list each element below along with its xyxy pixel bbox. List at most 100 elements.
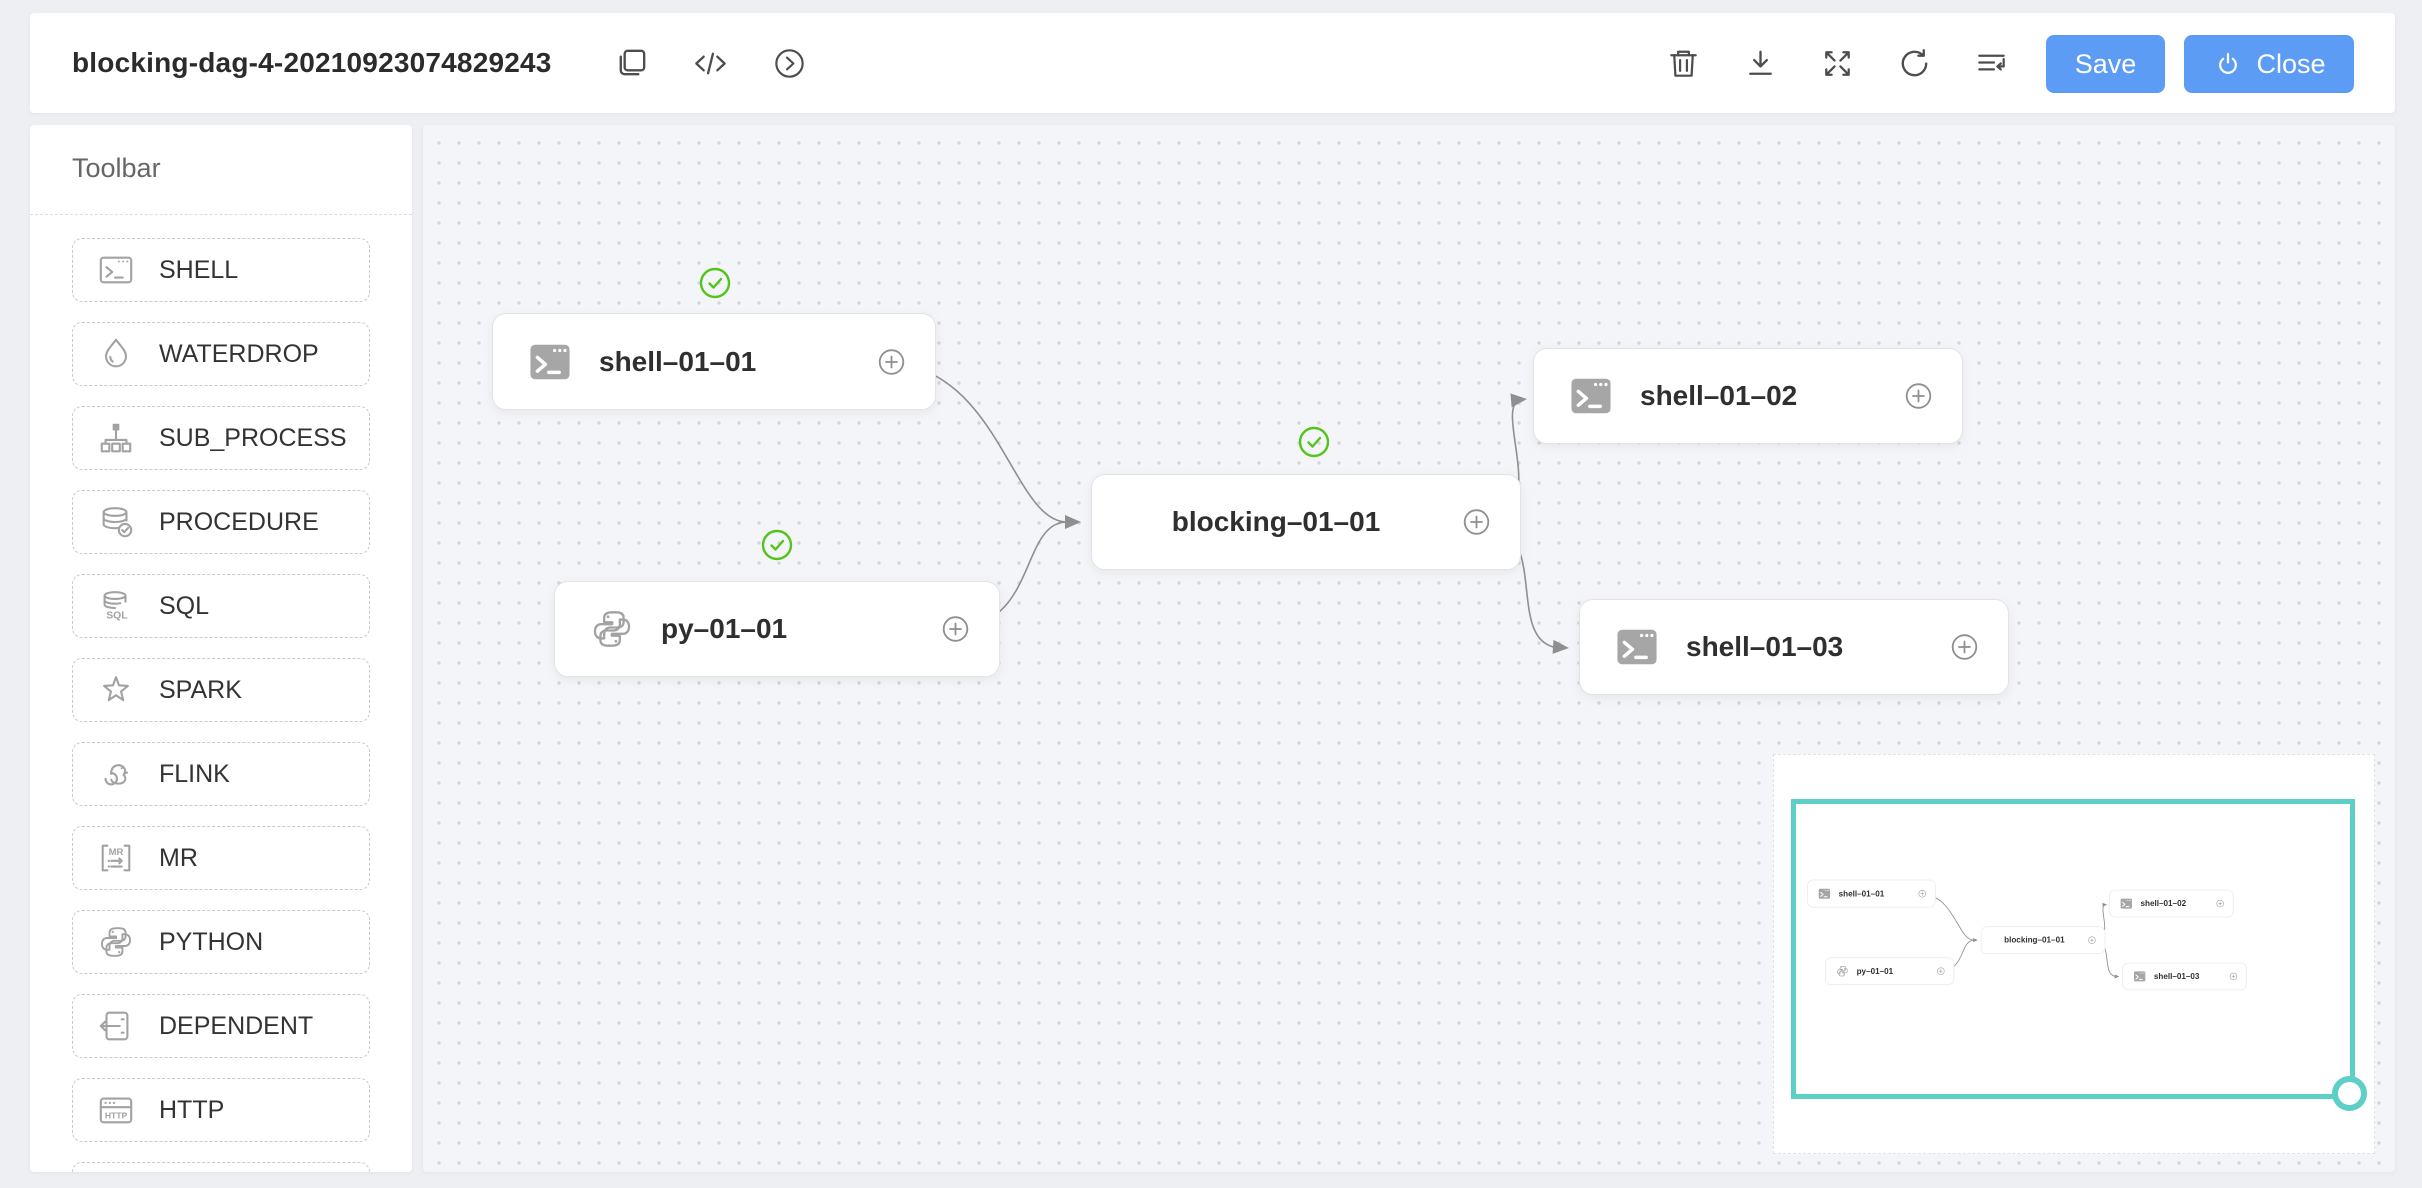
python-task-icon bbox=[1836, 964, 1849, 977]
dag-node-shell-01-01[interactable]: shell–01–01 bbox=[492, 313, 936, 410]
shell-task-icon bbox=[2133, 970, 2146, 983]
connect-plus-icon bbox=[2088, 936, 2096, 944]
minimap-viewport[interactable] bbox=[1791, 799, 2367, 1111]
dag-header: blocking-dag-4-20210923074829243 Save Cl… bbox=[30, 13, 2395, 113]
toolbar-item-waterdrop[interactable]: WATERDROP bbox=[72, 322, 370, 386]
flink-icon bbox=[97, 755, 135, 793]
toolbar-item-procedure[interactable]: PROCEDURE bbox=[72, 490, 370, 554]
node-label: py–01–01 bbox=[661, 613, 788, 644]
dag-title: blocking-dag-4-20210923074829243 bbox=[72, 47, 552, 78]
connect-plus-icon[interactable] bbox=[942, 616, 969, 643]
connect-plus-icon bbox=[1918, 889, 1926, 898]
minimap[interactable]: shell–01–01 py–01–01 blocking–01–01 shell–0… bbox=[1773, 754, 2375, 1154]
sub_process-icon bbox=[97, 419, 135, 457]
toolbar-item-flink[interactable]: FLINK bbox=[72, 742, 370, 806]
delete-icon[interactable] bbox=[1664, 44, 1703, 83]
toolbar-item-sql[interactable]: SQL SQL bbox=[72, 574, 370, 638]
node-label: shell–01–02 bbox=[2140, 898, 2187, 908]
toolbar-item-python[interactable]: PYTHON bbox=[72, 910, 370, 974]
toolbar-item-sub_process[interactable]: SUB_PROCESS bbox=[72, 406, 370, 470]
shell-task-icon bbox=[1614, 624, 1660, 670]
format-icon[interactable] bbox=[1972, 44, 2011, 83]
download-icon[interactable] bbox=[1741, 44, 1780, 83]
connect-plus-icon[interactable] bbox=[1905, 383, 1932, 410]
toolbar-item-label: SPARK bbox=[159, 675, 242, 704]
close-button-label: Close bbox=[2256, 48, 2326, 79]
save-button[interactable]: Save bbox=[2046, 35, 2165, 93]
shell-task-icon bbox=[2120, 897, 2133, 910]
minimap-node-blocking-01-01: blocking–01–01 bbox=[1980, 926, 2106, 955]
mr-icon: MR bbox=[97, 839, 135, 877]
python-task-icon bbox=[589, 606, 635, 652]
node-label: shell–01–01 bbox=[599, 345, 757, 377]
node-label: py–01–01 bbox=[1856, 966, 1894, 976]
close-button[interactable]: Close bbox=[2184, 35, 2354, 93]
minimap-node-shell-01-01: shell–01–01 bbox=[1807, 879, 1936, 908]
copy-icon[interactable] bbox=[612, 44, 651, 83]
dag-toolbar-actions bbox=[1664, 13, 2011, 113]
toolbar-item-spark[interactable]: SPARK bbox=[72, 658, 370, 722]
toolbar-item-label: MR bbox=[159, 843, 198, 872]
toolbar-item-label: PYTHON bbox=[159, 927, 264, 956]
dag-node-shell-01-03[interactable]: shell–01–03 bbox=[1579, 599, 2009, 695]
toolbar-item-label: DEPENDENT bbox=[159, 1011, 314, 1040]
success-check-icon bbox=[760, 528, 794, 562]
toolbar-title: Toolbar bbox=[72, 153, 161, 183]
connect-plus-icon[interactable] bbox=[1463, 509, 1490, 536]
http-icon: HTTP bbox=[97, 1091, 135, 1129]
svg-text:HTTP: HTTP bbox=[105, 1111, 128, 1121]
toolbar-item-shell[interactable]: SHELL bbox=[72, 238, 370, 302]
minimap-node-py-01-01: py–01–01 bbox=[1824, 957, 1955, 986]
minimap-content: shell–01–01 py–01–01 blocking–01–01 shell–0… bbox=[1787, 825, 2359, 1129]
node-label: shell–01–01 bbox=[1838, 888, 1885, 898]
sql-icon: SQL bbox=[97, 587, 135, 625]
minimap-node-shell-01-02: shell–01–02 bbox=[2108, 889, 2234, 918]
dag-node-py-01-01[interactable]: py–01–01 bbox=[554, 581, 1000, 677]
shell-icon bbox=[97, 251, 135, 289]
toolbar-header: Toolbar bbox=[30, 125, 412, 215]
svg-text:MR: MR bbox=[109, 847, 124, 858]
node-label: blocking–01–01 bbox=[1171, 506, 1381, 537]
success-check-icon bbox=[698, 266, 732, 300]
connect-plus-icon[interactable] bbox=[878, 348, 905, 375]
dag-node-shell-01-02[interactable]: shell–01–02 bbox=[1533, 348, 1963, 444]
save-button-label: Save bbox=[2074, 48, 2137, 79]
svg-text:SQL: SQL bbox=[106, 610, 128, 621]
shell-task-icon bbox=[1568, 373, 1614, 419]
procedure-icon bbox=[97, 503, 135, 541]
toolbar-item-label: PROCEDURE bbox=[159, 507, 319, 536]
toolbar-item-mr[interactable]: MR MR bbox=[72, 826, 370, 890]
node-label: shell–01–02 bbox=[1640, 380, 1798, 411]
success-check-icon bbox=[1297, 425, 1331, 459]
toolbar-item-label: SQL bbox=[159, 591, 210, 620]
fullscreen-icon[interactable] bbox=[1818, 44, 1857, 83]
toolbar-item-label: FLINK bbox=[159, 759, 230, 788]
task-toolbar-panel: Toolbar SHELL WATERDROP SUB_PROCESS PROCEDU… bbox=[30, 125, 412, 1172]
code-icon[interactable] bbox=[691, 44, 730, 83]
toolbar-item-partial[interactable] bbox=[72, 1162, 370, 1172]
toolbar-item-label: SHELL bbox=[159, 255, 239, 284]
node-label: shell–01–03 bbox=[2153, 971, 2200, 981]
minimap-resize-handle[interactable] bbox=[2332, 1076, 2367, 1111]
toolbar-item-label: SUB_PROCESS bbox=[159, 423, 347, 452]
dag-title-actions bbox=[612, 13, 809, 113]
node-label: shell–01–03 bbox=[1686, 631, 1844, 662]
connect-plus-icon bbox=[2216, 899, 2224, 908]
python-icon bbox=[97, 923, 135, 961]
node-label: blocking–01–01 bbox=[2004, 935, 2065, 945]
toolbar-item-dependent[interactable]: DEPENDENT bbox=[72, 994, 370, 1058]
connect-plus-icon[interactable] bbox=[1951, 634, 1978, 661]
spark-icon bbox=[97, 671, 135, 709]
chevron-right-circle-icon[interactable] bbox=[770, 44, 809, 83]
dag-node-blocking-01-01[interactable]: blocking–01–01 bbox=[1091, 474, 1521, 570]
minimap-node-shell-01-03: shell–01–03 bbox=[2122, 962, 2247, 991]
dag-canvas[interactable]: shell–01–01 py–01–01 blocking–01–01 shell–0… bbox=[423, 125, 2395, 1172]
shell-task-icon bbox=[527, 339, 573, 385]
shell-task-icon bbox=[1818, 887, 1831, 900]
power-icon bbox=[2212, 48, 2244, 80]
refresh-icon[interactable] bbox=[1895, 44, 1934, 83]
dependent-icon bbox=[97, 1007, 135, 1045]
connect-plus-icon bbox=[1937, 967, 1945, 975]
